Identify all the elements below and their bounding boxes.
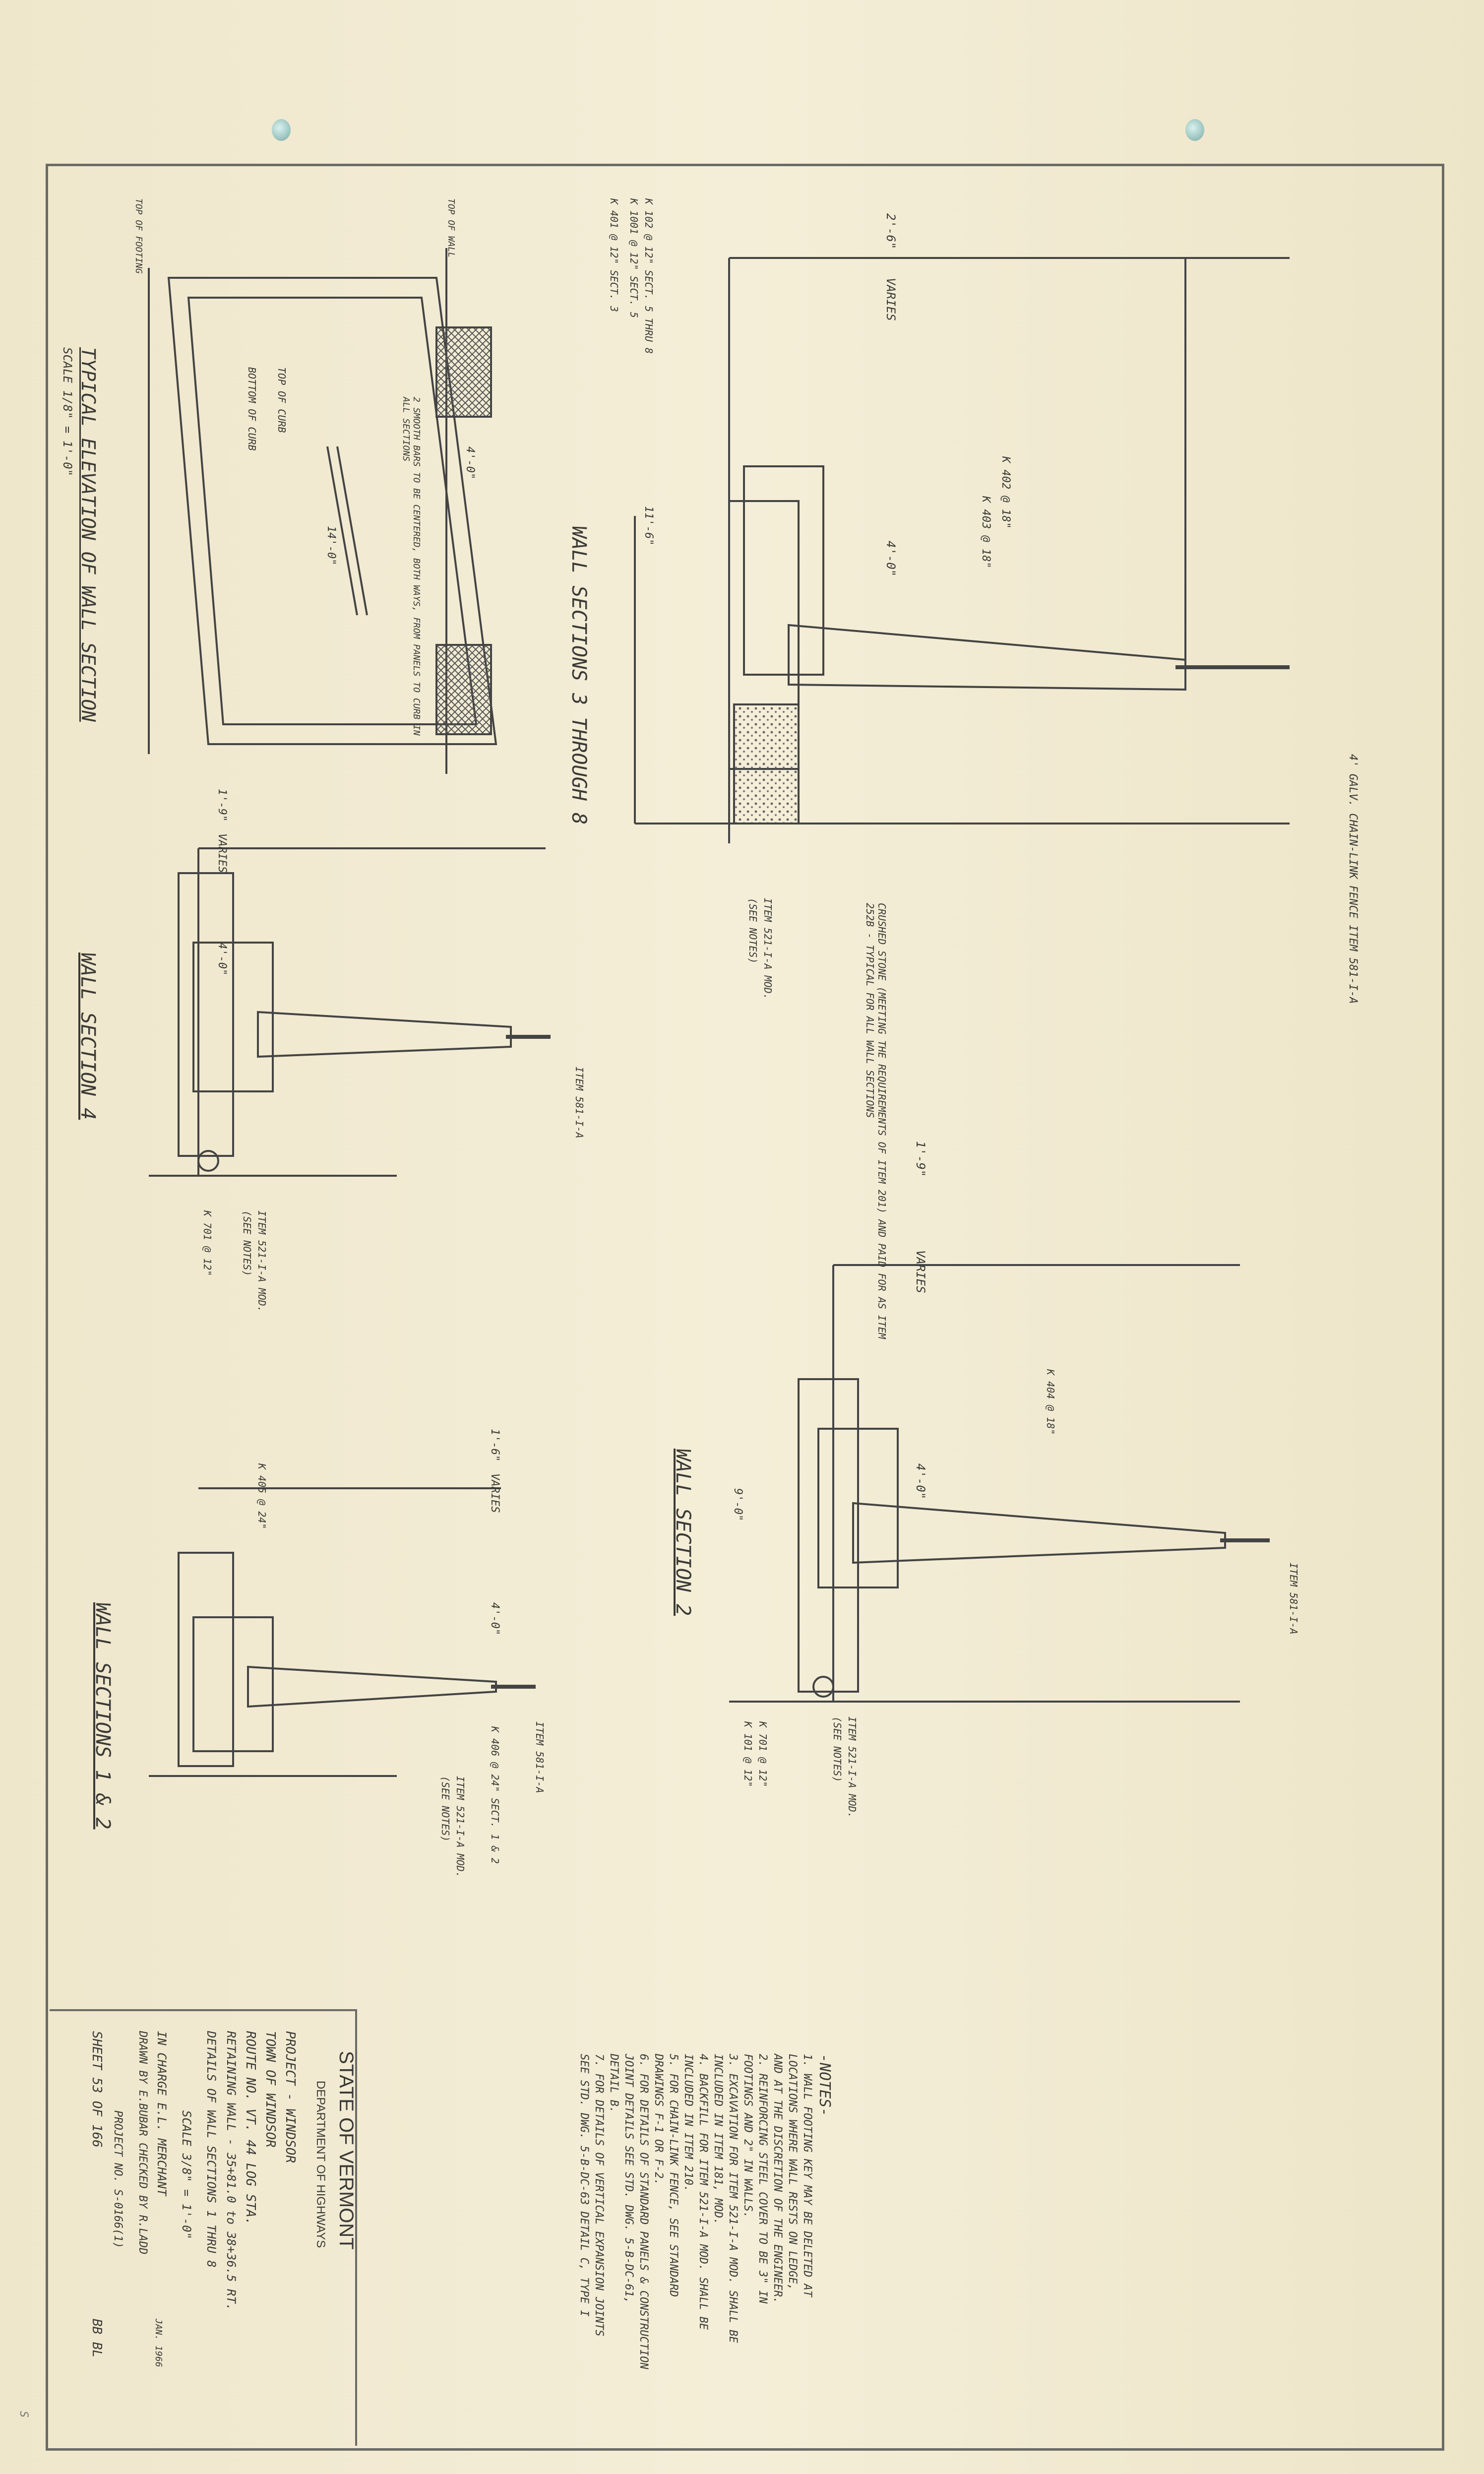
subject-line-2: DETAILS OF WALL SECTIONS 1 THRU 8 <box>204 2031 218 2268</box>
wall-stem-1 <box>247 1665 497 1708</box>
label-item-521-1: ITEM 521-I-A MOD. <box>454 1776 466 1878</box>
wall-stem-4 <box>257 1011 512 1058</box>
label-1-6: 1'-6" <box>489 1429 501 1462</box>
label-item-521-4: ITEM 521-I-A MOD. <box>256 1210 268 1312</box>
sheet-number: SHEET 53 OF 166 <box>89 2031 104 2148</box>
label-14-0: 14'-0" <box>325 526 337 566</box>
sections-1-2-title: WALL SECTIONS 1 & 2 <box>91 1602 114 1830</box>
state-name: STATE OF VERMONT <box>335 2051 357 2250</box>
label-k701-4: K 701 @ 12" <box>201 1210 213 1276</box>
section-4-title: WALL SECTION 4 <box>76 952 99 1120</box>
label-4-0-3: 4'-0" <box>884 541 898 577</box>
label-4-0-2: 4'-0" <box>914 1463 928 1500</box>
note-line: 1. WALL FOOTING KEY MAY BE DELETED AT <box>801 2054 813 2297</box>
label-varies-3: VARIES <box>884 278 898 321</box>
department-name: DEPARTMENT OF HIGHWAYS <box>314 2081 327 2248</box>
initials: BB BL <box>89 2319 104 2358</box>
label-see-notes-4: (SEE NOTES) <box>241 1210 253 1276</box>
label-item-521-a: ITEM 521-I-A MOD. <box>762 898 774 1000</box>
label-bar-note: 2 SMOOTH BARS TO BE CENTERED, BOTH WAYS,… <box>401 397 422 736</box>
elevation-title: TYPICAL ELEVATION OF WALL SECTION <box>77 347 99 722</box>
label-2-6: 2'-6" <box>884 213 898 250</box>
notes-heading: -NOTES- <box>816 2054 833 2117</box>
label-item-581-4: ITEM 581-I-A <box>573 1067 585 1139</box>
label-k402: K 402 @ 18" <box>999 456 1012 529</box>
label-11-6: 11'-6" <box>642 506 655 546</box>
label-1-9-4: 1'-9" <box>216 789 228 822</box>
label-4-0-elev: 4'-0" <box>464 446 476 480</box>
note-line: INCLUDED IN ITEM 181, MOD. <box>712 2054 724 2225</box>
label-k405: K 405 @ 24" <box>256 1463 268 1529</box>
label-fence: 4' GALV. CHAIN-LINK FENCE ITEM 581-I-A <box>1347 754 1359 1004</box>
note-line: AND AT THE DISCRETION OF THE ENGINEER. <box>771 2054 784 2304</box>
label-k404: K 404 @ 18" <box>1045 1369 1056 1435</box>
section-2-title: WALL SECTION 2 <box>672 1449 694 1616</box>
date: JAN. 1966 <box>153 2319 164 2367</box>
sheet-stamp: S <box>17 2411 30 2418</box>
note-line: 5. FOR CHAIN-LINK FENCE, SEE STANDARD <box>667 2054 680 2297</box>
label-varies-1: VARIES <box>489 1473 501 1513</box>
note-line: LOCATIONS WHERE WALL RESTS ON LEDGE, <box>786 2054 799 2290</box>
note-line: SEE STD. DWG. 5-B-DC-63 DETAIL C, TYPE I <box>578 2054 590 2317</box>
label-see-notes-2: (SEE NOTES) <box>831 1716 843 1782</box>
label-top-wall: TOP OF WALL <box>446 198 456 258</box>
title-block: STATE OF VERMONT DEPARTMENT OF HIGHWAYS … <box>50 2009 357 2446</box>
label-crushed-stone: CRUSHED STONE (MEETING THE REQUIREMENTS … <box>864 903 888 1339</box>
note-line: JOINT DETAILS SEE STD. DWG. 5-B-DC-61, <box>622 2054 635 2304</box>
sections-3-8-title: WALL SECTIONS 3 THROUGH 8 <box>567 526 590 825</box>
label-k1001: K 1001 @ 12" SECT. 5 <box>628 198 640 318</box>
label-item-521-2: ITEM 521-I-A MOD. <box>846 1716 858 1818</box>
note-line: 7. FOR DETAILS OF VERTICAL EXPANSION JOI… <box>593 2054 605 2337</box>
label-bottom-curb: BOTTOM OF CURB <box>246 367 258 451</box>
note-line: DETAIL B. <box>608 2054 620 2113</box>
label-1-9-2: 1'-9" <box>914 1141 928 1177</box>
label-k403: K 403 @ 18" <box>980 496 992 569</box>
label-9-0: 9'-0" <box>732 1488 744 1522</box>
note-line: INCLUDED IN ITEM 210. <box>682 2054 694 2192</box>
note-line: 3. EXCAVATION FOR ITEM 521-I-A MOD. SHAL… <box>727 2054 739 2343</box>
route-number: ROUTE NO. VT. 44 LOG STA. <box>243 2031 258 2225</box>
label-top-curb: TOP OF CURB <box>276 367 288 433</box>
label-4-0-4: 4'-0" <box>216 943 228 976</box>
elevation-inner <box>187 297 478 725</box>
project-name: PROJECT - WINDSOR <box>283 2031 298 2163</box>
label-k406: K 406 @ 24" SECT. 1 & 2 <box>489 1726 501 1864</box>
note-line: 4. BACKFILL FOR ITEM 521-I-A MOD. SHALL … <box>697 2054 709 2330</box>
wall-stem-3-8 <box>788 624 1186 691</box>
note-line: DRAWINGS F-1 OR F-2. <box>652 2054 665 2185</box>
project-number: PROJECT NO. S-0166(1) <box>112 2110 124 2249</box>
label-item-581-2: ITEM 581-I-A <box>1288 1563 1299 1635</box>
label-item-581-1: ITEM 581-I-A <box>534 1721 546 1793</box>
label-varies-2: VARIES <box>914 1250 928 1293</box>
pushpin-icon <box>1185 119 1204 141</box>
label-4-0-1: 4'-0" <box>489 1602 501 1636</box>
label-k401: K 401 @ 12" SECT. 3 <box>608 198 620 312</box>
pushpin-icon <box>272 119 291 141</box>
elevation-scale: SCALE 1/8" = 1'-0" <box>61 347 74 477</box>
in-charge: IN CHARGE E.L. MERCHANT <box>155 2031 169 2196</box>
label-top-footing: TOP OF FOOTING <box>133 198 144 274</box>
label-see-notes-1: (SEE NOTES) <box>439 1776 451 1842</box>
elevation-outline <box>167 277 497 745</box>
drawn-by: DRAWN BY E.BUBAR CHECKED BY R.LADD <box>136 2031 149 2255</box>
label-varies-4: VARIES <box>216 833 228 873</box>
note-line: 2. REINFORCING STEEL COVER TO BE 3" IN <box>756 2054 769 2304</box>
subject-line-1: RETAINING WALL - 35+81.0 to 38+36.5 RT. <box>224 2031 238 2311</box>
label-k102: K 102 @ 12" SECT. 5 THRU 8 <box>643 198 655 354</box>
note-line: FOOTINGS AND 2" IN WALLS. <box>742 2054 754 2219</box>
label-k701-2: K 701 @ 12" <box>757 1721 769 1787</box>
scale: SCALE 3/8" = 1'-0" <box>180 2110 193 2240</box>
town-name: TOWN OF WINDSOR <box>263 2031 278 2148</box>
note-line: 6. FOR DETAILS OF STANDARD PANELS & CONS… <box>637 2054 650 2369</box>
label-see-notes-a: (SEE NOTES) <box>747 898 759 964</box>
wall-stem-2 <box>852 1502 1226 1564</box>
drawing-border <box>46 164 1444 2451</box>
label-k101-2: K 101 @ 12" <box>742 1721 754 1787</box>
